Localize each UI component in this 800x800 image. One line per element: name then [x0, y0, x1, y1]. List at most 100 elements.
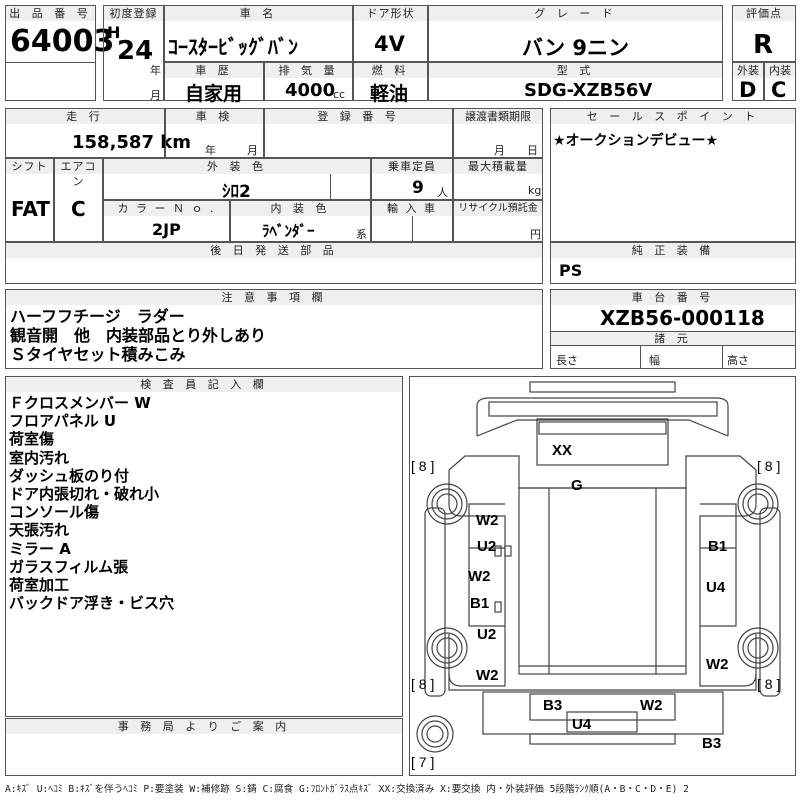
specs-label: 諸 元	[551, 332, 795, 345]
chassis-label: 車 台 番 号	[551, 290, 795, 305]
damage-mark: W2	[640, 697, 663, 714]
color-number-cell	[103, 200, 230, 242]
transfer-month: 月	[494, 144, 505, 157]
registration-number-cell	[264, 108, 453, 158]
door-cell	[353, 5, 428, 62]
vehicle-diagram	[416, 381, 781, 753]
ext-color: ｼﾛ2	[222, 182, 251, 202]
exterior-cell	[732, 62, 764, 101]
inspector-line: ダッシュ板のり付	[9, 466, 130, 485]
office-notice-label: 事 務 局 よ り ご 案 内	[6, 719, 402, 734]
grade-cell	[428, 5, 723, 62]
int-color: ﾗﾍﾞﾝﾀﾞｰ	[262, 222, 315, 240]
damage-mark: W2	[706, 656, 729, 673]
damage-mark: B3	[702, 735, 722, 752]
inspector-line: Ｆクロスメンバー W	[9, 394, 151, 412]
grade: バン 9ニン	[522, 36, 629, 60]
score: R	[753, 30, 774, 60]
car-name: ｺｰｽﾀｰﾋﾞｯｸﾞﾊﾞﾝ	[168, 35, 298, 59]
import-label: 輸 入 車	[372, 201, 452, 216]
sales-point-label: セ ー ル ス ポ イ ン ト	[551, 109, 795, 124]
notes-cell	[5, 289, 543, 369]
damage-mark: G	[571, 477, 583, 494]
shift: FAT	[11, 197, 50, 221]
inspection-year: 年	[205, 144, 216, 157]
damage-mark: B1	[470, 595, 490, 612]
month-unit: 月	[150, 89, 161, 102]
damage-mark: W2	[468, 568, 491, 585]
notes-label: 注 意 事 項 欄	[6, 290, 542, 305]
sales-point-cell	[550, 108, 796, 242]
first-registration-label: 初度登録	[104, 6, 163, 21]
transfer-day: 日	[527, 144, 538, 157]
displacement-cell	[264, 62, 353, 101]
recycle-unit: 円	[530, 228, 541, 241]
tire-rl-tread: [ 8 ]	[411, 676, 435, 692]
inspector-line: 室内汚れ	[9, 448, 70, 467]
lot-number: 64003	[10, 24, 115, 59]
tire-fl-tread: [ 8 ]	[411, 458, 435, 474]
inspector-line: コンソール傷	[9, 503, 100, 522]
genuine-equipment-label: 純 正 装 備	[551, 243, 795, 258]
exterior-label: 外装	[733, 63, 763, 78]
tire-rr-tread: [ 8 ]	[757, 676, 781, 692]
displacement-unit: cc	[333, 88, 346, 101]
mileage-cell	[5, 108, 165, 158]
recycle-cell	[453, 200, 543, 242]
capacity-label: 乗車定員	[372, 159, 452, 174]
inspector-label: 検 査 員 記 入 欄	[6, 377, 402, 392]
legend: A:ｷｽﾞ U:ﾍｺﾐ B:ｷｽﾞを伴うﾍｺﾐ P:要塗装 W:補修跡 S:錆 …	[5, 784, 689, 795]
capacity-unit: 人	[437, 186, 448, 199]
history: 自家用	[185, 83, 243, 105]
notes-list: ハーフフチージ ラダー 観音開 他 内装部品とり外しあり Ｓタイヤセット積みこみ	[10, 307, 266, 364]
fuel-cell	[353, 62, 428, 101]
damage-mark: U4	[706, 579, 726, 596]
damage-mark: U2	[477, 626, 497, 643]
spare-tire-tread: [ 7 ]	[411, 754, 435, 770]
inspector-line: 荷室傷	[9, 430, 55, 449]
chassis-cell	[550, 289, 796, 369]
era: H	[107, 23, 121, 42]
mileage-label: 走 行	[6, 109, 164, 124]
model: SDG-XZB56V	[524, 80, 653, 101]
transfer-deadline-cell	[453, 108, 543, 158]
mileage: 158,587 km	[72, 132, 191, 153]
damage-mark: U4	[572, 716, 592, 733]
interior-score: C	[771, 78, 787, 102]
inspector-line: ミラー A	[9, 539, 71, 558]
genuine-equipment-cell	[550, 242, 796, 284]
inspector-line: ガラスフィルム張	[9, 557, 129, 576]
recycle-label: リサイクル預託金	[454, 201, 542, 216]
inspector-line: フロアパネル U	[9, 412, 117, 431]
max-load-cell	[453, 158, 543, 200]
height-label: 高さ	[727, 354, 749, 367]
length-label: 長さ	[556, 354, 578, 367]
damage-mark: B1	[708, 538, 728, 555]
inspector-line: 荷室加工	[9, 576, 70, 595]
fuel: 軽油	[370, 83, 409, 105]
max-load-label: 最大積載量	[454, 159, 542, 174]
damage-mark: W2	[476, 667, 499, 684]
ac-cell	[54, 158, 103, 242]
ext-color-cell	[103, 158, 371, 200]
lot-number-label: 出 品 番 号	[6, 6, 95, 21]
damage-mark: XX	[552, 442, 573, 459]
lot-number-cell	[5, 5, 96, 101]
shift-cell	[5, 158, 54, 242]
fuel-label: 燃 料	[354, 63, 427, 78]
interior-label: 内装	[765, 63, 795, 78]
note-line: ハーフフチージ ラダー	[10, 307, 185, 326]
score-label: 評価点	[733, 6, 795, 21]
inspector-line: 天張汚れ	[9, 521, 70, 540]
ac-label: エアコン	[55, 159, 102, 188]
int-color-unit: 系	[356, 228, 367, 241]
genuine-equipment: PS	[559, 261, 583, 280]
inspection-label: 車 検	[166, 109, 263, 124]
year-unit: 年	[150, 64, 161, 77]
shift-label: シフト	[6, 159, 53, 174]
inspector-line: バックドア浮き・ビス穴	[9, 594, 175, 613]
capacity-cell	[371, 158, 453, 200]
displacement-label: 排 気 量	[265, 63, 352, 78]
damage-mark: W2	[476, 512, 499, 529]
tire-fr-tread: [ 8 ]	[757, 458, 781, 474]
